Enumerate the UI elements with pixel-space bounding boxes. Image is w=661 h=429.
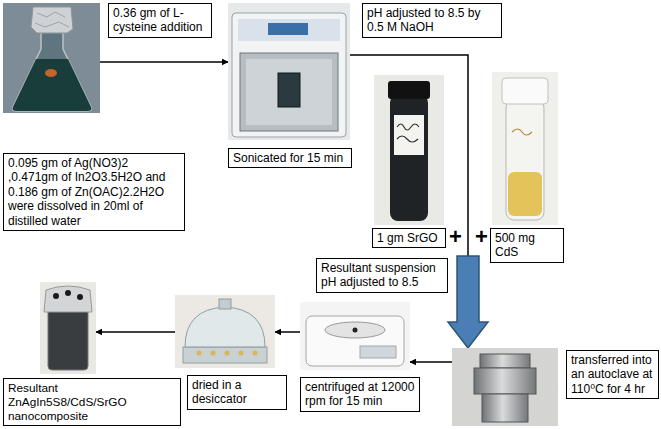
centrifuge-photo bbox=[300, 302, 410, 370]
block-arrow bbox=[448, 256, 488, 348]
autoclave-photo bbox=[452, 348, 558, 426]
step-caption: Resultant ZnAgIn5S8/CdS/SrGO nanocomposi… bbox=[3, 378, 181, 426]
product-vial-photo bbox=[40, 282, 96, 374]
process-step: Resultant ZnAgIn5S8/CdS/SrGO nanocomposi… bbox=[40, 282, 96, 374]
plus-sign: + bbox=[475, 226, 488, 248]
step-caption: 0.095 gm of Ag(NO3)2 ,0.471gm of In2O3.5… bbox=[3, 153, 185, 231]
process-step: Sonicated for 15 min bbox=[228, 3, 350, 140]
process-step: 500 mg CdS bbox=[492, 72, 558, 225]
process-step: centrifuged at 12000 rpm for 15 min bbox=[300, 302, 410, 370]
desiccator-photo bbox=[175, 295, 275, 368]
step-caption: Sonicated for 15 min bbox=[228, 148, 352, 168]
cds-tube-photo bbox=[492, 72, 558, 225]
flow-arrow bbox=[410, 361, 452, 363]
edge-label: 0.36 gm of L-cysteine addition bbox=[108, 3, 212, 38]
process-step: dried in a desiccator bbox=[175, 295, 275, 368]
flask-photo bbox=[3, 3, 100, 113]
process-step: transferred into an autoclave at 110⁰C f… bbox=[452, 348, 558, 426]
step-caption: centrifuged at 12000 rpm for 15 min bbox=[300, 377, 420, 412]
flow-arrow bbox=[96, 331, 175, 333]
step-caption: 500 mg CdS bbox=[490, 228, 564, 263]
step-caption: transferred into an autoclave at 110⁰C f… bbox=[566, 350, 659, 399]
step-caption: 1 gm SrGO bbox=[372, 228, 446, 248]
process-step: 1 gm SrGO bbox=[374, 75, 444, 225]
flow-arrow bbox=[100, 61, 228, 63]
srgo-vial-photo bbox=[374, 75, 444, 225]
edge-label: pH adjusted to 8.5 by 0.5 M NaOH bbox=[362, 3, 502, 38]
plus-sign: + bbox=[449, 226, 462, 248]
sonicator-photo bbox=[228, 3, 350, 140]
process-step: 0.095 gm of Ag(NO3)2 ,0.471gm of In2O3.5… bbox=[3, 3, 100, 113]
step-caption: dried in a desiccator bbox=[187, 375, 287, 410]
note-box: Resultant suspension pH adjusted to 8.5 bbox=[316, 258, 448, 293]
flow-arrow bbox=[275, 331, 300, 333]
